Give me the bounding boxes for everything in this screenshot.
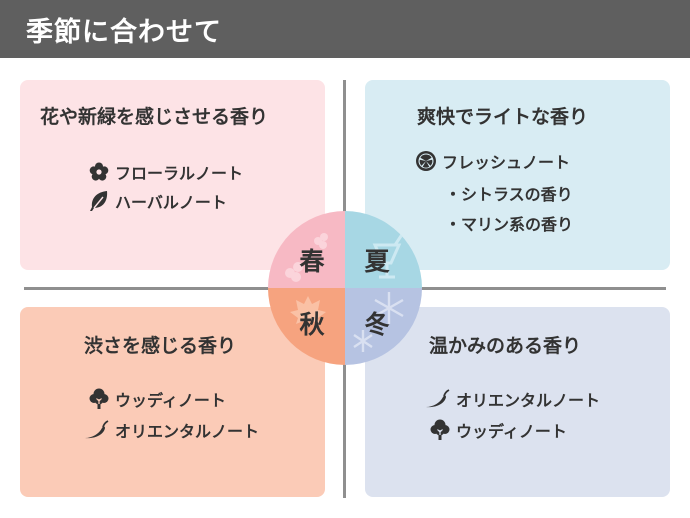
- winter-title: 温かみのある香り: [429, 335, 582, 357]
- summer-note-fresh: フレッシュノート: [415, 149, 570, 173]
- tree-icon: [88, 388, 110, 410]
- chili-pepper-icon: [84, 419, 110, 441]
- page-title: 季節に合わせて: [26, 16, 222, 48]
- autumn-note-woody: ウッディノート: [88, 387, 226, 411]
- spring-note-floral: フローラルノート: [88, 160, 243, 184]
- season-label-spring: 春: [299, 247, 325, 276]
- season-circle: 春 夏 秋 冬: [268, 211, 422, 365]
- autumn-note-label: オリエンタルノート: [115, 422, 260, 441]
- winter-note-woody: ウッディノート: [429, 418, 567, 442]
- autumn-segment: [268, 288, 345, 365]
- winter-note-oriental: オリエンタルノート: [425, 387, 600, 411]
- season-label-autumn: 秋: [299, 310, 325, 339]
- spring-title: 花や新緑を感じさせる香り: [40, 106, 269, 128]
- spring-segment: [268, 211, 345, 288]
- spring-note-label: ハーバルノート: [115, 193, 227, 212]
- sakura-icon: [285, 233, 328, 282]
- winter-note-label: ウッディノート: [456, 422, 567, 441]
- maple-leaf-icon: [290, 296, 326, 328]
- page-header: 季節に合わせて: [0, 0, 690, 58]
- autumn-note-oriental: オリエンタルノート: [84, 418, 259, 442]
- summer-subitem-marine: ・マリン系の香り: [445, 215, 574, 234]
- summer-subitem-citrus: ・シトラスの香り: [445, 185, 573, 204]
- winter-note-label: オリエンタルノート: [456, 391, 601, 410]
- summer-note-label: フレッシュノート: [442, 153, 571, 172]
- chili-pepper-icon: [425, 388, 451, 410]
- spring-note-label: フローラルノート: [115, 164, 244, 183]
- season-label-winter: 冬: [364, 310, 390, 339]
- spring-note-herbal: ハーバルノート: [88, 189, 227, 213]
- autumn-note-label: ウッディノート: [115, 391, 226, 410]
- summer-title: 爽快でライトな香り: [417, 106, 589, 128]
- drink-glass-icon: [372, 232, 405, 279]
- autumn-title: 渋さを感じる香り: [84, 335, 237, 357]
- snowflake-icon: [353, 292, 404, 352]
- autumn-panel: 渋さを感じる香り ウッディノート オリエンタルノート: [20, 307, 325, 497]
- leaf-icon: [88, 190, 110, 212]
- spring-panel: 花や新緑を感じさせる香り フローラルノート ハーバルノート: [20, 80, 325, 270]
- season-label-summer: 夏: [364, 247, 390, 276]
- flower-icon: [88, 161, 110, 183]
- citrus-icon: [415, 150, 437, 172]
- summer-panel: 爽快でライトな香り フレッシュノート ・シトラスの香り ・マリン系の香り: [365, 80, 670, 270]
- winter-segment: [345, 288, 422, 365]
- summer-segment: [345, 211, 422, 288]
- tree-icon: [429, 419, 451, 441]
